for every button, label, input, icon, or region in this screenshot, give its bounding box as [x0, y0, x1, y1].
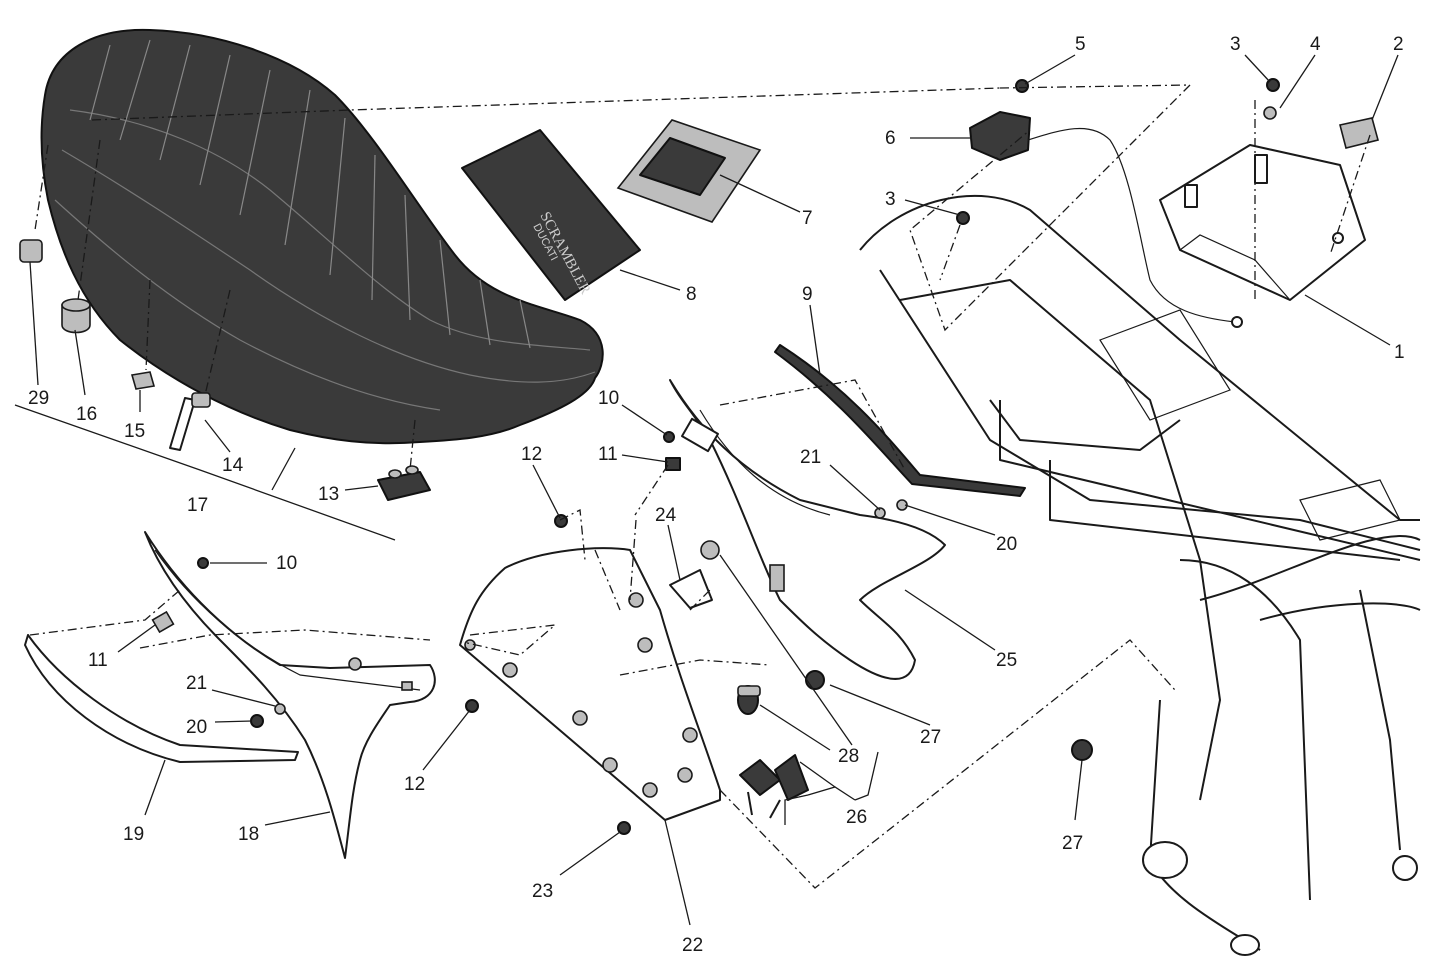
callout-25: 25 — [996, 650, 1017, 671]
callout-27a: 27 — [920, 727, 941, 748]
card-7 — [616, 119, 762, 223]
callout-10a: 10 — [598, 388, 619, 409]
callout-28: 28 — [838, 746, 859, 767]
callout-8: 8 — [686, 284, 697, 305]
callout-12a: 12 — [521, 444, 542, 465]
callout-24: 24 — [655, 505, 677, 526]
bushing-16 — [61, 298, 91, 334]
callout-10b: 10 — [276, 553, 297, 574]
callout-26: 26 — [846, 807, 867, 828]
side-cover-25 — [669, 379, 946, 680]
callout-11a: 11 — [598, 444, 618, 465]
callout-7: 7 — [802, 208, 813, 229]
callout-3a: 3 — [1230, 34, 1241, 55]
assembly-lines — [29, 84, 1371, 889]
rubber-cap-2 — [1339, 117, 1379, 149]
rubber-pad-29 — [19, 239, 43, 263]
lock-cylinder-28 — [737, 685, 761, 715]
callout-15: 15 — [124, 421, 145, 442]
battery-bracket-1 — [1159, 144, 1366, 301]
callout-4: 4 — [1310, 34, 1321, 55]
trim-strip-9 — [774, 344, 1026, 497]
callout-16: 16 — [76, 404, 97, 425]
callout-29: 29 — [28, 388, 49, 409]
callout-1: 1 — [1394, 342, 1405, 363]
callout-5: 5 — [1075, 34, 1086, 55]
callout-9: 9 — [802, 284, 813, 305]
rear-subframe — [859, 194, 1421, 956]
side-cover-18 — [144, 531, 436, 859]
callout-27b: 27 — [1062, 833, 1083, 854]
callout-22: 22 — [682, 935, 703, 956]
owner-manual-8: SCRAMBLER DUCATI — [461, 129, 641, 301]
callout-23: 23 — [532, 881, 553, 902]
clip-15 — [130, 371, 156, 390]
callout-20a: 20 — [186, 717, 207, 738]
callout-12b: 12 — [404, 774, 425, 795]
bumper-13 — [377, 465, 431, 501]
keys-26 — [739, 754, 809, 819]
callout-6: 6 — [885, 128, 896, 149]
callout-11b: 11 — [88, 650, 108, 671]
side-cover-22 — [459, 547, 721, 821]
latch-6 — [969, 111, 1243, 328]
callout-14: 14 — [222, 455, 244, 476]
callout-2: 2 — [1393, 34, 1404, 55]
callout-21b: 21 — [800, 447, 821, 468]
leader-lines — [14, 54, 1399, 926]
callout-3b: 3 — [885, 189, 896, 210]
trim-strip-19 — [24, 634, 299, 763]
callout-17: 17 — [187, 495, 208, 516]
fasteners — [151, 78, 1280, 835]
callout-20b: 20 — [996, 534, 1017, 555]
strap-14 — [169, 392, 211, 451]
callouts: 1 2 3 3 4 5 6 7 8 9 10 10 11 11 12 12 13… — [28, 34, 1405, 956]
seat — [40, 28, 604, 445]
callout-18: 18 — [238, 824, 259, 845]
callout-19: 19 — [123, 824, 144, 845]
lock-24 — [669, 540, 720, 609]
callout-21a: 21 — [186, 673, 207, 694]
callout-13: 13 — [318, 484, 339, 505]
